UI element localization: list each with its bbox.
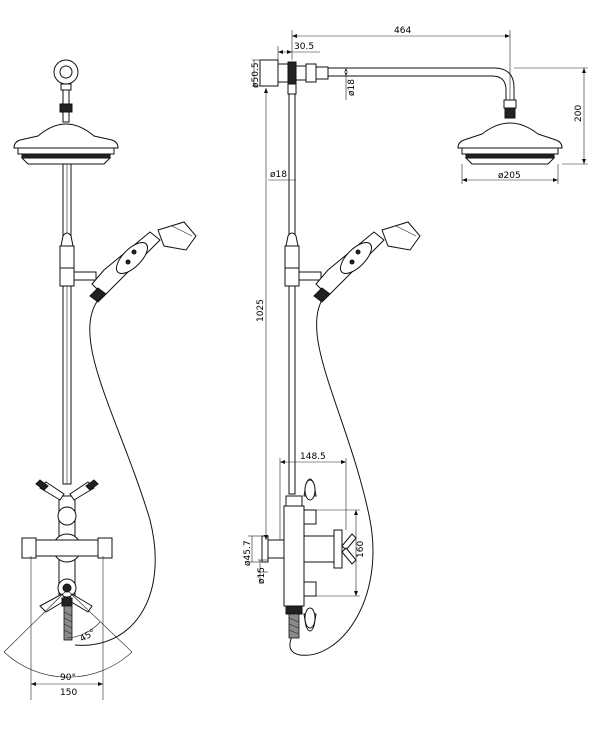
side-view: 464 30.5 ø50.5 ø18 200 [243, 26, 588, 656]
dim-arm-pipe-dia: ø18 [344, 68, 357, 100]
side-slide-bracket [284, 232, 322, 287]
dim-200-label: 200 [574, 105, 584, 122]
front-outlet-hose-connector [63, 605, 73, 641]
side-wall-flange [259, 59, 329, 87]
front-top-handles [35, 479, 99, 501]
dim-inlet-flange-dia: ø45.7 [243, 535, 264, 566]
dim-30-5-label: 30.5 [294, 42, 314, 52]
side-shower-head [457, 122, 563, 165]
front-valve-body [21, 495, 113, 598]
dim-1025-label: 1025 [256, 299, 266, 322]
dim-148-5-label: 148.5 [300, 452, 326, 462]
side-cross-handle [341, 533, 357, 565]
dim-overall-height: 1025 [256, 88, 268, 540]
dim-15-label: ø15 [257, 567, 267, 584]
front-slide-bracket [59, 232, 97, 287]
dim-50-5-label: ø50.5 [251, 62, 261, 88]
dim-160-label: 160 [356, 541, 366, 558]
front-view: 45° 90° 150 [3, 59, 197, 700]
front-riser-pipe [62, 163, 72, 485]
angle-45-label: 45° [79, 628, 98, 645]
front-shower-head [13, 123, 119, 165]
side-handset [313, 221, 421, 303]
front-wall-bracket [53, 59, 79, 123]
dim-inlet-pipe-dia: ø15 [257, 559, 268, 584]
dim-riser-dia: ø18 [268, 170, 296, 181]
dim-riser-18-label: ø18 [270, 170, 287, 180]
side-shower-arm [328, 67, 517, 119]
side-riser-pipe [287, 83, 297, 495]
dim-205-label: ø205 [498, 171, 521, 181]
front-handset [89, 221, 197, 303]
side-outlet-hose-connector [288, 613, 300, 639]
dim-45-7-label: ø45.7 [243, 540, 253, 566]
front-width-dimension: 150 [30, 556, 104, 700]
dim-464-label: 464 [394, 26, 411, 36]
dim-arm-length: 464 [291, 26, 511, 100]
dim-head-drop: 200 [514, 67, 588, 165]
dim-wall-flange-dia: ø50.5 [251, 59, 262, 88]
dim-arm-18-label: ø18 [347, 79, 357, 96]
front-bottom-handle [39, 593, 93, 613]
width-150-label: 150 [60, 688, 77, 698]
side-top-handle [303, 478, 317, 501]
dim-valve-depth: 160 [316, 509, 366, 597]
dim-arm-offset: 30.5 [277, 42, 320, 60]
dim-head-dia: ø205 [461, 164, 559, 184]
angle-90-label: 90° [60, 673, 76, 683]
side-valve-body [261, 495, 343, 615]
front-hose [74, 299, 156, 646]
side-hose [289, 299, 374, 656]
side-bottom-handle [303, 607, 317, 632]
dim-valve-width: 148.5 [279, 452, 347, 540]
